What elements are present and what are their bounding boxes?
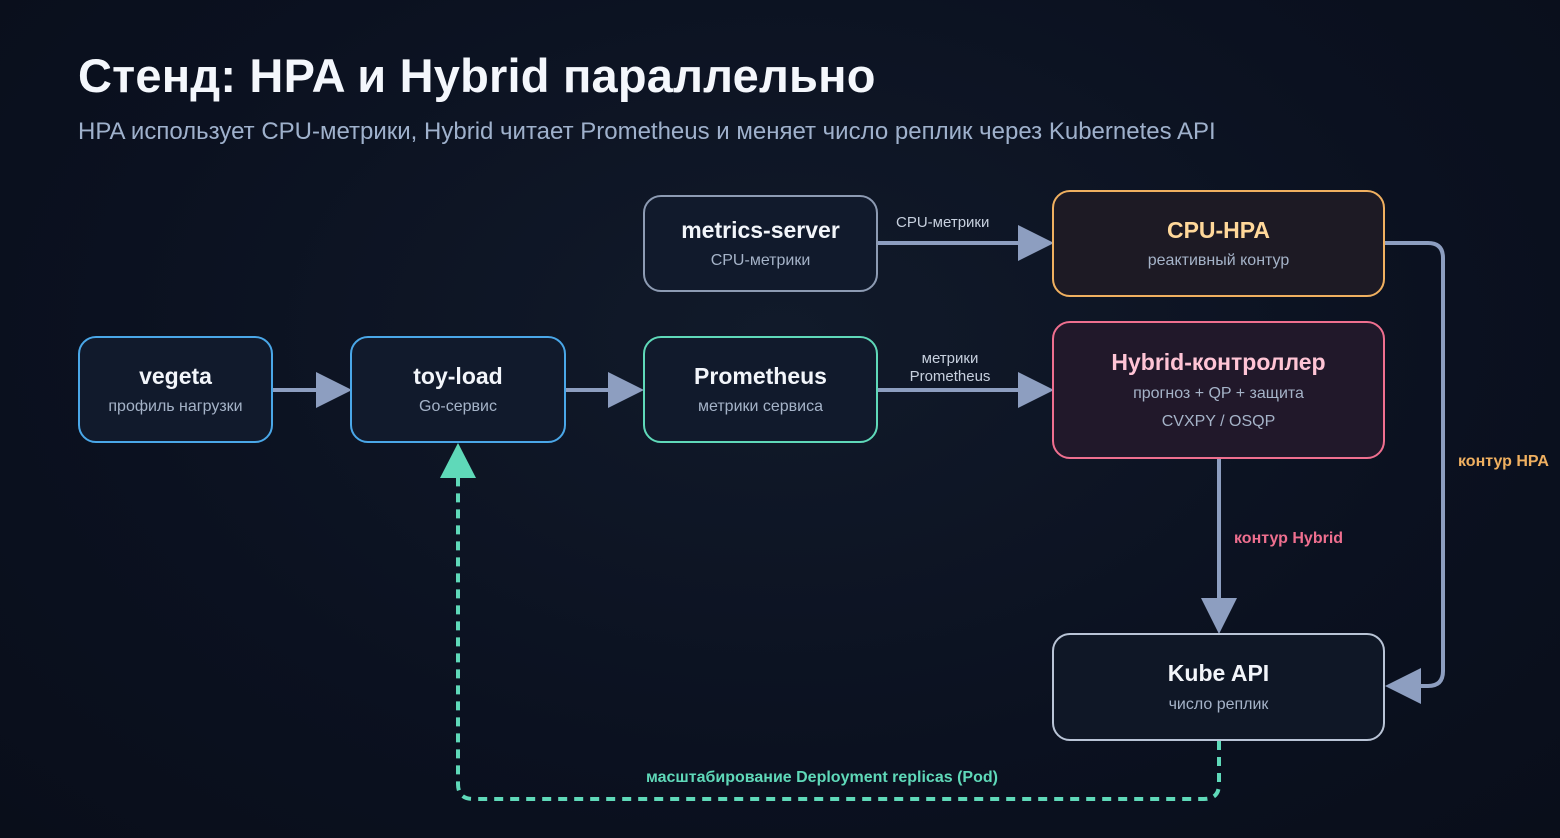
edge-scale-loop [456, 476, 1221, 801]
edge-label-cpu-metrics: CPU-метрики [896, 214, 990, 231]
node-prometheus: Prometheus метрики сервиса [643, 336, 878, 443]
node-prometheus-title: Prometheus [694, 362, 827, 389]
node-metrics-server-title: metrics-server [681, 216, 840, 243]
page-title: Стенд: HPA и Hybrid параллельно [78, 49, 876, 102]
edge-hpa-loop [1385, 241, 1445, 688]
edge-label-prometheus-line2: Prometheus [909, 368, 991, 385]
edge-label-prometheus-line1: метрики [921, 350, 979, 367]
node-cpu-hpa-title: CPU-HPA [1166, 216, 1271, 243]
arrowhead-toyload [316, 372, 352, 408]
node-vegeta-sub: профиль нагрузки [108, 398, 243, 416]
node-toy-load-title: toy-load [413, 362, 503, 389]
arrowhead-kube-right [1385, 668, 1421, 704]
arrowhead-toyload-up [440, 443, 476, 478]
node-toy-load-sub: Go-сервис [419, 398, 497, 416]
node-hybrid-controller: Hybrid-контроллер прогноз + QP + защита … [1052, 321, 1385, 459]
node-prometheus-sub: метрики сервиса [697, 398, 824, 416]
page-subtitle: HPA использует CPU-метрики, Hybrid читае… [78, 118, 1216, 145]
arrowhead-prometheus [608, 372, 644, 408]
node-kube-api-title: Kube API [1167, 660, 1270, 687]
node-vegeta: vegeta профиль нагрузки [78, 336, 273, 443]
arrowhead-hybrid [1018, 372, 1054, 408]
node-cpu-hpa: CPU-HPA реактивный контур [1052, 190, 1385, 297]
node-kube-api-sub: число реплик [1168, 695, 1269, 713]
loop-label-scaling: масштабирование Deployment replicas (Pod… [646, 769, 998, 786]
loop-label-hpa: контур HPA [1458, 453, 1549, 470]
node-metrics-server-sub: CPU-метрики [710, 252, 811, 270]
node-hybrid-sub: прогноз + QP + защита [1133, 384, 1304, 402]
node-vegeta-title: vegeta [139, 362, 212, 389]
node-kube-api: Kube API число реплик [1052, 633, 1385, 741]
arrowhead-hpa [1018, 225, 1054, 261]
node-toy-load: toy-load Go-сервис [350, 336, 566, 443]
node-metrics-server: metrics-server CPU-метрики [643, 195, 878, 292]
node-hybrid-sub2: CVXPY / OSQP [1161, 412, 1276, 430]
edge-label-prometheus-metrics: метрики Prometheus [896, 350, 1004, 386]
node-hybrid-title: Hybrid-контроллер [1111, 349, 1326, 376]
arrowhead-kube-top [1201, 598, 1237, 634]
loop-label-hybrid: контур Hybrid [1234, 530, 1344, 547]
node-cpu-hpa-sub: реактивный контур [1147, 252, 1290, 270]
